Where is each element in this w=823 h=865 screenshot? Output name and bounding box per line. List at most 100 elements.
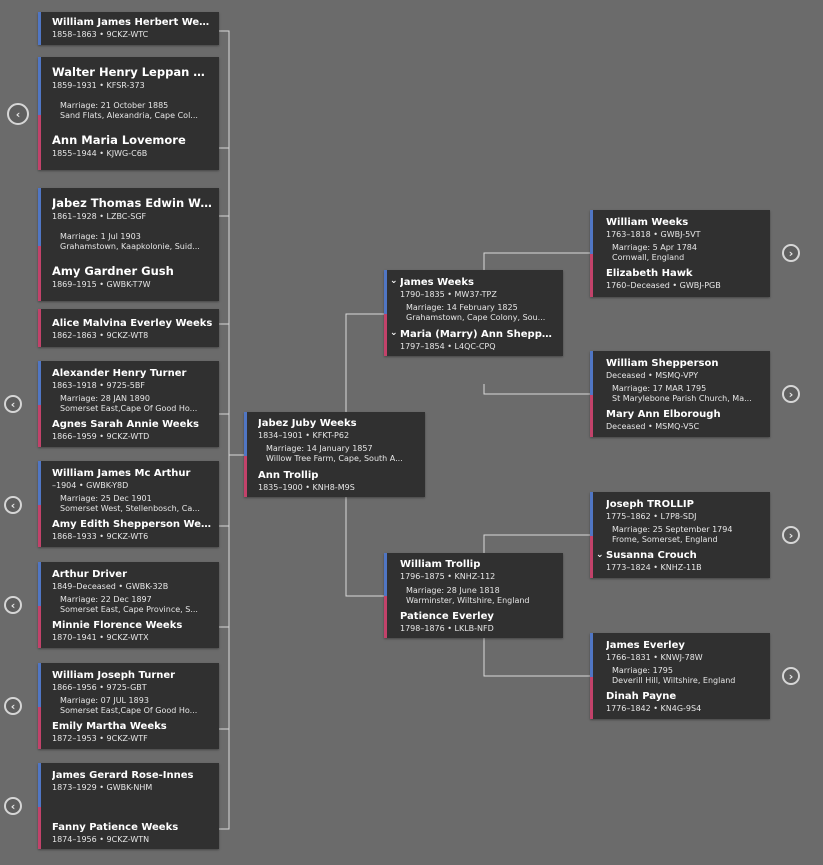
focus-family-card[interactable]: Jabez Juby Weeks 1834–1901 • KFKT-P62 Ma…	[244, 412, 425, 497]
wife[interactable]: Amy Edith Shepperson Weeks 1868–1933 • 9…	[52, 518, 213, 542]
wife[interactable]: Patience Everley 1798–1876 • LKLB-NFD	[400, 610, 557, 634]
person-name[interactable]: Amy Edith Shepperson Weeks	[52, 519, 213, 530]
expand-left-button[interactable]: ‹	[4, 395, 22, 413]
person-dates: 1866–1959 • 9CKZ-WTD	[52, 432, 150, 441]
child-family-card[interactable]: Jabez Thomas Edwin Weeks 1861–1928 • LZB…	[38, 188, 219, 301]
husband[interactable]: William Trollip 1796–1875 • KNHZ-112	[400, 558, 557, 582]
person-name[interactable]: William James Herbert Weeks	[52, 17, 213, 28]
parents-family-card[interactable]: William Trollip 1796–1875 • KNHZ-112 Mar…	[384, 553, 563, 638]
child-family-card[interactable]: James Gerard Rose-Innes 1873–1929 • GWBK…	[38, 763, 219, 849]
person-name[interactable]: Maria (Marry) Ann Sheppers...	[400, 329, 557, 340]
wife[interactable]: Ann Trollip 1835–1900 • KNH8-M9S	[258, 469, 419, 493]
expand-right-button[interactable]: ›	[782, 244, 800, 262]
wife[interactable]: Agnes Sarah Annie Weeks 1866–1959 • 9CKZ…	[52, 418, 213, 442]
husband[interactable]: Joseph TROLLIP 1775–1862 • L7P8-SDJ	[606, 498, 764, 522]
person-name[interactable]: Ann Trollip	[258, 470, 319, 481]
expand-right-button[interactable]: ›	[782, 385, 800, 403]
person-dates: 1798–1876 • LKLB-NFD	[400, 624, 494, 633]
person-name[interactable]: Walter Henry Leppan Weeks	[52, 65, 213, 79]
parents-family-card[interactable]: ⌄ James Weeks 1790–1835 • MW37-TPZ Marri…	[384, 270, 563, 356]
person-name[interactable]: Jabez Juby Weeks	[258, 418, 357, 429]
person-dates: 1763–1818 • GWBJ-5VT	[606, 230, 701, 239]
expand-left-button[interactable]: ‹	[4, 596, 22, 614]
expand-left-button[interactable]: ‹	[4, 797, 22, 815]
chevron-right-icon: ›	[788, 528, 794, 542]
person-name[interactable]: Elizabeth Hawk	[606, 268, 693, 279]
child-person[interactable]: Alice Malvina Everley Weeks 1862–1863 • …	[52, 317, 213, 341]
wife[interactable]: Susanna Crouch 1773–1824 • KNHZ-11B	[606, 549, 764, 573]
husband[interactable]: William Shepperson Deceased • MSMQ-VPY	[606, 357, 764, 381]
person-name[interactable]: Mary Ann Elborough	[606, 409, 721, 420]
person-name[interactable]: William Trollip	[400, 559, 481, 570]
child-family-card[interactable]: Walter Henry Leppan Weeks 1859–1931 • KF…	[38, 57, 219, 170]
person-name[interactable]: James Weeks	[400, 277, 474, 288]
wife[interactable]: Maria (Marry) Ann Sheppers... 1797–1854 …	[400, 328, 557, 352]
person-name[interactable]: Arthur Driver	[52, 569, 127, 580]
child-family-card[interactable]: William Joseph Turner 1866–1956 • 9725-G…	[38, 663, 219, 749]
person-name[interactable]: Alice Malvina Everley Weeks	[52, 318, 213, 329]
person-name[interactable]: Patience Everley	[400, 611, 494, 622]
husband[interactable]: Walter Henry Leppan Weeks 1859–1931 • KF…	[52, 65, 213, 91]
wife[interactable]: Fanny Patience Weeks 1874–1956 • 9CKZ-WT…	[52, 821, 213, 845]
person-name[interactable]: Agnes Sarah Annie Weeks	[52, 419, 199, 430]
grandparents-family-card[interactable]: William Weeks 1763–1818 • GWBJ-5VT Marri…	[590, 210, 770, 297]
child-family-card[interactable]: William James Mc Arthur –1904 • GWBK-Y8D…	[38, 461, 219, 547]
wife[interactable]: Elizabeth Hawk 1760–Deceased • GWBJ-PGB	[606, 267, 764, 291]
chevron-down-icon[interactable]: ⌄	[390, 276, 398, 286]
husband[interactable]: Arthur Driver 1849–Deceased • GWBK-32B	[52, 568, 213, 592]
expand-left-button[interactable]: ‹	[4, 496, 22, 514]
husband[interactable]: Jabez Thomas Edwin Weeks 1861–1928 • LZB…	[52, 196, 213, 222]
child-family-card[interactable]: Alexander Henry Turner 1863–1918 • 9725-…	[38, 361, 219, 447]
chevron-down-icon[interactable]: ⌄	[390, 328, 398, 338]
expand-right-button[interactable]: ›	[782, 526, 800, 544]
person-name[interactable]: Emily Martha Weeks	[52, 721, 167, 732]
person-name[interactable]: James Gerard Rose-Innes	[52, 770, 194, 781]
wife[interactable]: Dinah Payne 1776–1842 • KN4G-9S4	[606, 690, 764, 714]
wife[interactable]: Amy Gardner Gush 1869–1915 • GWBK-T7W	[52, 264, 213, 290]
person-name[interactable]: William Weeks	[606, 217, 689, 228]
person-name[interactable]: Amy Gardner Gush	[52, 264, 174, 278]
person-name[interactable]: Ann Maria Lovemore	[52, 133, 186, 147]
person-dates: 1858–1863 • 9CKZ-WTC	[52, 30, 149, 39]
person-name[interactable]: Minnie Florence Weeks	[52, 620, 183, 631]
child-person[interactable]: William James Herbert Weeks 1858–1863 • …	[52, 16, 213, 40]
person-name[interactable]: Joseph TROLLIP	[606, 499, 694, 510]
husband[interactable]: William James Mc Arthur –1904 • GWBK-Y8D	[52, 467, 213, 491]
person-dates: 1775–1862 • L7P8-SDJ	[606, 512, 697, 521]
person-name[interactable]: Susanna Crouch	[606, 550, 697, 561]
person-name[interactable]: William James Mc Arthur	[52, 468, 191, 479]
expand-right-button[interactable]: ›	[782, 667, 800, 685]
wife[interactable]: Minnie Florence Weeks 1870–1941 • 9CKZ-W…	[52, 619, 213, 643]
person-name[interactable]: Dinah Payne	[606, 691, 677, 702]
husband[interactable]: Alexander Henry Turner 1863–1918 • 9725-…	[52, 367, 213, 391]
grandparents-family-card[interactable]: James Everley 1766–1831 • KNWJ-78W Marri…	[590, 633, 770, 719]
wife[interactable]: Emily Martha Weeks 1872–1953 • 9CKZ-WTF	[52, 720, 213, 744]
husband[interactable]: James Everley 1766–1831 • KNWJ-78W	[606, 639, 764, 663]
person-name[interactable]: Jabez Thomas Edwin Weeks	[52, 196, 213, 210]
husband[interactable]: Jabez Juby Weeks 1834–1901 • KFKT-P62	[258, 417, 419, 441]
child-card-single[interactable]: Alice Malvina Everley Weeks 1862–1863 • …	[38, 309, 219, 347]
person-dates: 1861–1928 • LZBC-SGF	[52, 212, 147, 221]
person-name[interactable]: Alexander Henry Turner	[52, 368, 187, 379]
child-card-single[interactable]: William James Herbert Weeks 1858–1863 • …	[38, 12, 219, 45]
child-family-card[interactable]: Arthur Driver 1849–Deceased • GWBK-32B M…	[38, 562, 219, 648]
expand-left-button[interactable]: ‹	[4, 697, 22, 715]
wife[interactable]: Mary Ann Elborough Deceased • MSMQ-V5C	[606, 408, 764, 432]
person-name[interactable]: Fanny Patience Weeks	[52, 822, 179, 833]
expand-left-button[interactable]: ‹	[7, 103, 29, 125]
husband[interactable]: William Weeks 1763–1818 • GWBJ-5VT	[606, 216, 764, 240]
husband[interactable]: James Weeks 1790–1835 • MW37-TPZ	[400, 276, 557, 300]
person-name[interactable]: William Shepperson	[606, 358, 719, 369]
person-name[interactable]: James Everley	[606, 640, 685, 651]
husband[interactable]: James Gerard Rose-Innes 1873–1929 • GWBK…	[52, 769, 213, 793]
grandparents-family-card[interactable]: William Shepperson Deceased • MSMQ-VPY M…	[590, 351, 770, 437]
grandparents-family-card[interactable]: Joseph TROLLIP 1775–1862 • L7P8-SDJ Marr…	[590, 492, 770, 578]
husband[interactable]: William Joseph Turner 1866–1956 • 9725-G…	[52, 669, 213, 693]
wife[interactable]: Ann Maria Lovemore 1855–1944 • KJWG-C6B	[52, 133, 213, 159]
person-name[interactable]: William Joseph Turner	[52, 670, 176, 681]
chevron-down-icon[interactable]: ⌄	[596, 550, 604, 560]
